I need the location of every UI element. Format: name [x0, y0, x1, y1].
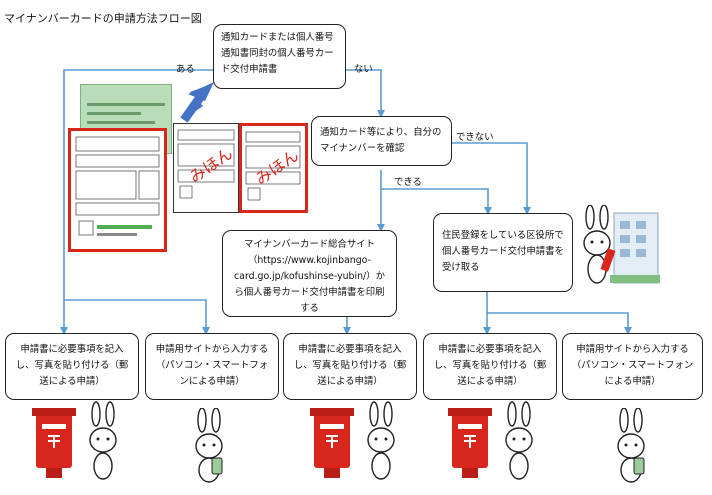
ward-office-box: 住民登録をしている区役所で個人番号カード交付申請書を受け取る: [433, 213, 573, 292]
form-sample-image-2: みほん: [239, 123, 308, 213]
connector-can-office: [381, 188, 492, 215]
branch-no-label: ない: [354, 64, 373, 75]
confirm-no-label: できない: [456, 132, 494, 143]
connector-office-online: [486, 292, 632, 335]
confirm-box: 通知カード等により、自分のマイナンバーを確認: [311, 116, 452, 166]
connector-no: [345, 69, 385, 118]
result-mail-2: 申請書に必要事項を記入し、写真を貼り付ける（郵送による申請）: [283, 333, 417, 400]
confirm-yes-label: できる: [394, 177, 422, 188]
form-sample-image-1: みほん: [173, 123, 239, 213]
connector-cannot: [452, 142, 531, 215]
print-site-box: マイナンバーカード総合サイト（https://www.kojinbango-ca…: [222, 230, 397, 317]
page-title: マイナンバーカードの申請方法フロー図: [4, 12, 202, 25]
start-box: 通知カードまたは個人番号通知書同封の個人番号カード交付申請書: [213, 24, 346, 89]
smartphone-mascot-icon-2: [617, 408, 645, 483]
result-mail-3: 申請書に必要事項を記入し、写真を貼り付ける（郵送による申請）: [423, 333, 557, 400]
application-form-image: [68, 128, 167, 252]
result-mail-1: 申請書に必要事項を記入し、写真を貼り付ける（郵送による申請）: [5, 333, 139, 400]
mailbox-mascot-icon-3: [448, 401, 533, 480]
result-online-1: 申請用サイトから入力する（パソコン・スマートフォンによる申請）: [145, 333, 279, 400]
smartphone-mascot-icon-1: [195, 408, 223, 483]
connector-yes-online: [64, 299, 210, 335]
mailbox-mascot-icon-1: [32, 401, 117, 480]
mailbox-mascot-icon-2: [310, 401, 395, 480]
ward-office-building-icon: [583, 205, 660, 284]
result-online-2: 申請用サイトから入力する（パソコン・スマートフォンによる申請）: [562, 333, 703, 400]
branch-yes-label: ある: [176, 64, 195, 75]
connector-yes: [60, 69, 213, 335]
